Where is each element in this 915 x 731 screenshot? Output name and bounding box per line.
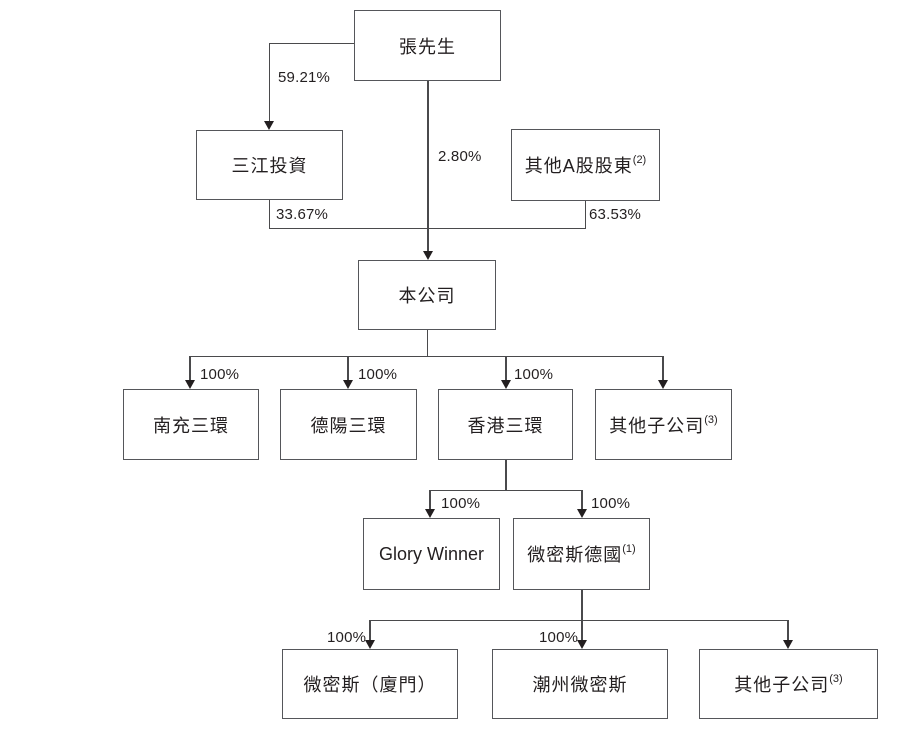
connector-zhang-to-sanjiang-h: [269, 42, 354, 44]
connector-to-deyang-v: [347, 355, 349, 381]
connector-to-other-subs-upper-v: [662, 355, 664, 381]
node-glory-winner-label: Glory Winner: [378, 543, 485, 564]
connector-to-hongkong-v: [505, 355, 507, 381]
node-deyang-sanhuan: 德陽三環: [280, 389, 417, 460]
connector-to-glory-v: [429, 489, 431, 510]
connector-to-other-subs-lower-v: [787, 619, 789, 640]
node-other-subsidiaries-lower-label: 其他子公司(3): [734, 673, 843, 696]
arrowhead-into-hongkong: [501, 380, 511, 389]
node-chaozhou-weimisi: 潮州微密斯: [492, 649, 668, 719]
edge-label-germany-to-xiamen: 100%: [327, 629, 367, 646]
edge-label-hongkong-to-germany: 100%: [591, 495, 631, 512]
arrowhead-into-xiamen: [365, 640, 375, 649]
connector-zhang-to-company-v: [427, 81, 429, 251]
connector-hongkong-down-v: [505, 460, 507, 491]
connector-company-down-v: [426, 330, 428, 357]
connector-sanjiang-down-v: [268, 200, 271, 229]
arrowhead-into-company: [423, 251, 433, 260]
edge-label-company-to-deyang: 100%: [358, 366, 398, 383]
edge-label-zhang-to-sanjiang: 59.21%: [278, 69, 331, 86]
node-nanchong-sanhuan: 南充三環: [123, 389, 259, 460]
edge-label-company-to-hongkong: 100%: [514, 366, 554, 383]
connector-shareholders-cross-h: [268, 227, 586, 229]
footnote-marker: (3): [829, 673, 843, 685]
node-weimisi-xiamen-label: 微密斯（廈門）: [303, 675, 437, 695]
node-the-company: 本公司: [358, 260, 496, 330]
node-nanchong-sanhuan-label: 南充三環: [153, 415, 229, 436]
edge-label-company-to-nanchong: 100%: [200, 366, 240, 383]
node-other-subsidiaries-upper: 其他子公司(3): [595, 389, 732, 460]
node-the-company-label: 本公司: [398, 286, 456, 306]
node-glory-winner: Glory Winner: [363, 518, 500, 590]
footnote-marker: (1): [622, 543, 636, 555]
node-mr-zhang: 張先生: [354, 10, 501, 81]
connector-to-xiamen-v: [369, 619, 371, 640]
connector-row3-h: [369, 619, 789, 621]
arrowhead-into-other-subs-lower: [783, 640, 793, 649]
arrowhead-into-chaozhou: [577, 640, 587, 649]
edge-label-germany-to-chaozhou: 100%: [539, 629, 579, 646]
node-other-subsidiaries-upper-label: 其他子公司(3): [609, 413, 718, 436]
node-sanjiang-investment: 三江投資: [196, 130, 343, 200]
node-chaozhou-weimisi-label: 潮州微密斯: [532, 675, 628, 695]
node-sanjiang-investment-label: 三江投資: [231, 156, 308, 176]
footnote-marker: (2): [632, 154, 647, 166]
connector-row2-h: [429, 489, 583, 491]
arrowhead-into-deyang: [343, 380, 353, 389]
node-deyang-sanhuan-label: 德陽三環: [310, 415, 387, 436]
edge-label-zhang-to-company: 2.80%: [438, 148, 482, 165]
edge-label-sanjiang-to-company: 33.67%: [276, 206, 329, 223]
node-mr-zhang-label: 張先生: [399, 36, 456, 57]
node-weimisi-germany: 微密斯德國(1): [513, 518, 650, 590]
arrowhead-into-glory: [425, 509, 435, 518]
node-hongkong-sanhuan: 香港三環: [438, 389, 573, 460]
node-other-a-shareholders-label: 其他A股股東(2): [524, 154, 647, 177]
connector-row1-h: [189, 355, 665, 357]
node-weimisi-germany-label: 微密斯德國(1): [527, 543, 636, 566]
connector-other-a-down-v: [584, 201, 587, 229]
node-hongkong-sanhuan-label: 香港三環: [467, 415, 544, 436]
arrowhead-into-sanjiang: [264, 121, 274, 130]
connector-germany-down-v: [581, 590, 583, 640]
arrowhead-into-other-subs-upper: [658, 380, 668, 389]
node-weimisi-xiamen: 微密斯（廈門）: [282, 649, 458, 719]
node-other-a-shareholders: 其他A股股東(2): [511, 129, 660, 201]
footnote-marker: (3): [704, 413, 718, 426]
arrowhead-into-germany: [577, 509, 587, 518]
edge-label-other-a-to-company: 63.53%: [589, 206, 642, 223]
arrowhead-into-nanchong: [185, 380, 195, 389]
connector-to-germany-v: [581, 489, 583, 510]
edge-label-hongkong-to-glory: 100%: [441, 495, 481, 512]
connector-zhang-to-sanjiang-v: [268, 42, 270, 122]
node-other-subsidiaries-lower: 其他子公司(3): [699, 649, 878, 719]
connector-to-nanchong-v: [189, 355, 191, 381]
